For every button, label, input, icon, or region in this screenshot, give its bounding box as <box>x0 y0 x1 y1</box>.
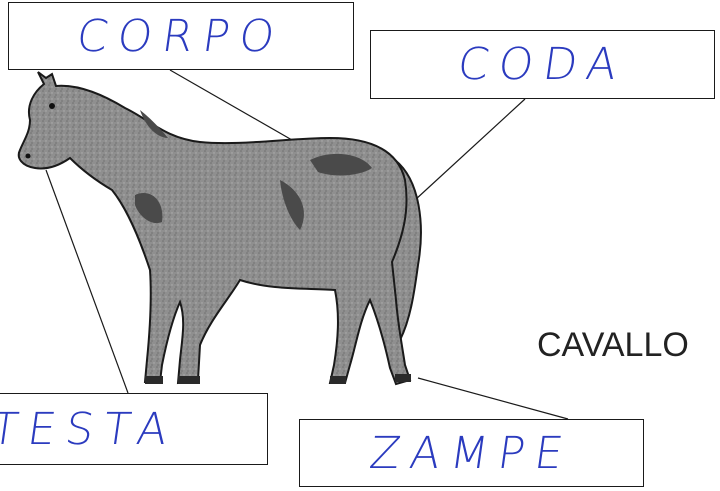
hoof <box>395 374 411 382</box>
connector-head <box>45 169 129 394</box>
label-body: CORPO <box>73 10 289 62</box>
horse-eye <box>49 103 55 109</box>
label-head: TESTA <box>0 403 181 455</box>
shading-patch <box>280 180 304 230</box>
hoof <box>330 376 346 384</box>
horse-nostril <box>25 153 31 159</box>
connector-legs <box>417 377 569 420</box>
shading-patch <box>310 153 372 176</box>
shading-patch <box>135 193 163 224</box>
label-box-legs: ZAMPE <box>299 419 644 487</box>
diagram-title: CAVALLO <box>537 326 689 364</box>
connector-body <box>169 69 293 141</box>
label-box-body: CORPO <box>8 2 354 70</box>
label-legs: ZAMPE <box>366 427 577 479</box>
hoof <box>178 376 200 384</box>
label-box-tail: CODA <box>370 30 715 99</box>
connector-tail <box>414 98 526 201</box>
label-tail: CODA <box>454 39 631 90</box>
horse-body <box>17 71 412 386</box>
hoof <box>145 376 163 384</box>
shading-patch <box>140 110 168 138</box>
label-box-head: TESTA <box>0 393 268 465</box>
